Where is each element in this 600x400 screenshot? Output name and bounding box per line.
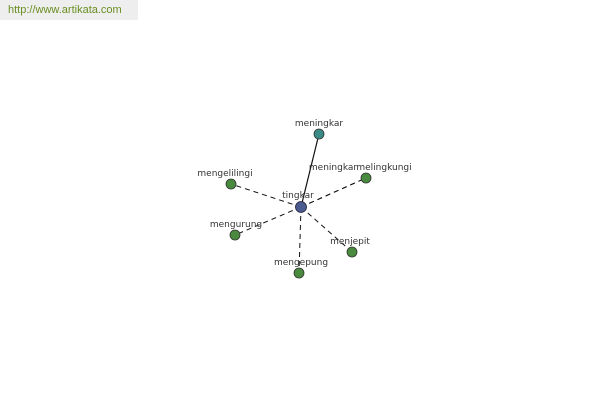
label-menjepit[interactable]: menjepit (330, 237, 370, 247)
edge-menjepit (300, 206, 353, 253)
edge-meningkar-1 (300, 133, 320, 208)
edge-melingkungi (300, 177, 367, 208)
node-meningkar-2[interactable] (360, 172, 372, 184)
graph-edges (230, 133, 367, 274)
edge-mengelilingi (230, 183, 302, 208)
node-mengepung[interactable] (293, 267, 305, 279)
edge-mengurung (234, 206, 302, 236)
label-meningkar-1[interactable]: meningkar (295, 119, 343, 129)
node-mengelilingi[interactable] (225, 178, 237, 190)
url-banner: http://www.artikata.com (0, 0, 138, 20)
label-melingkungi[interactable]: melingkungi (356, 163, 411, 173)
node-meningkar-1[interactable] (313, 128, 325, 140)
node-center-tingkar[interactable] (295, 201, 307, 213)
graph-nodes (225, 128, 372, 279)
label-meningkar-2[interactable]: meningkar (309, 163, 357, 173)
label-mengepung[interactable]: mengepung (274, 258, 328, 268)
edge-mengepung (298, 206, 302, 274)
label-mengelilingi[interactable]: mengelilingi (197, 169, 252, 179)
node-menjepit[interactable] (346, 246, 358, 258)
label-center-tingkar: tingkar (282, 191, 314, 201)
label-mengurung[interactable]: mengurung (210, 220, 262, 230)
node-mengurung[interactable] (229, 229, 241, 241)
site-url-link[interactable]: http://www.artikata.com (8, 4, 122, 16)
